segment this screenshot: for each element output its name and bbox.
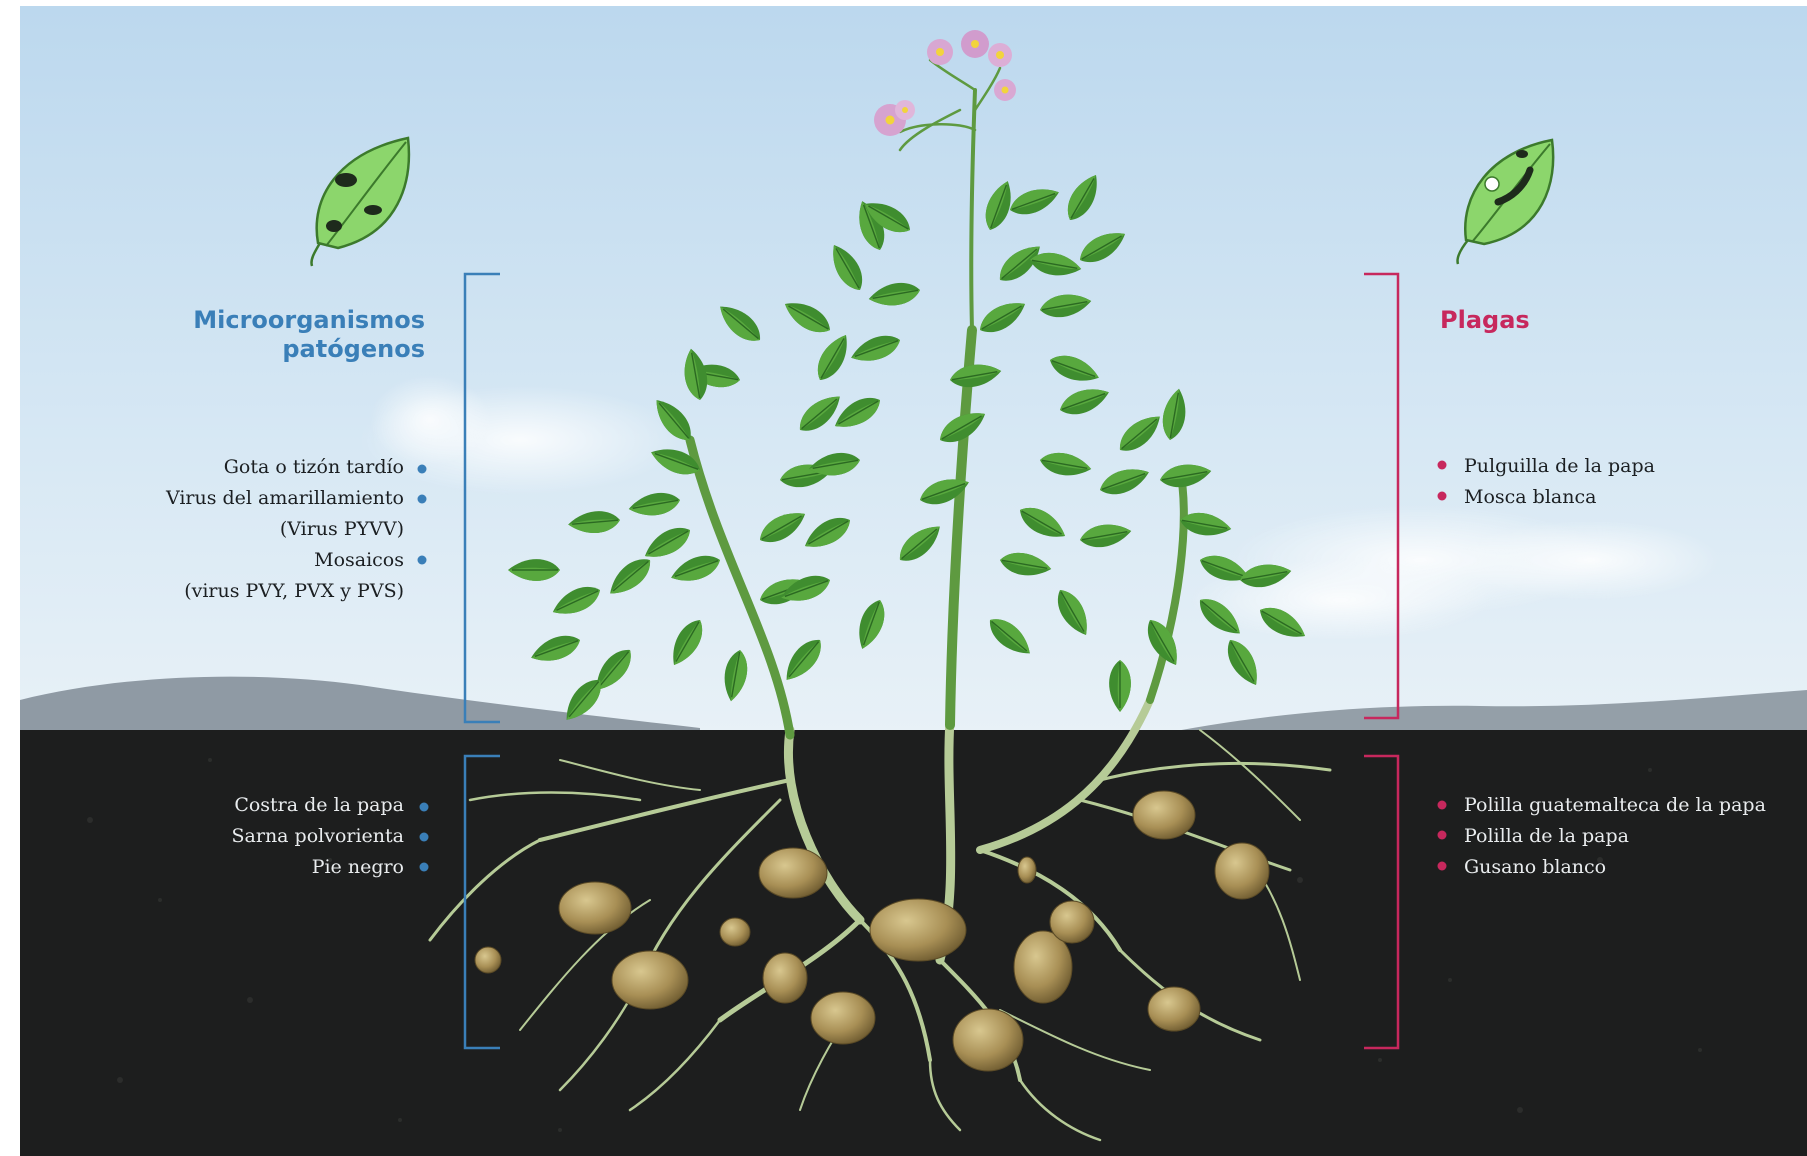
list-item: Costra de la papa [232, 790, 404, 821]
list-item: Sarna polvorienta [232, 821, 404, 852]
pest-below-list: Polilla guatemalteca de la papa Polilla … [1464, 790, 1766, 883]
list-item: Mosaicos [166, 545, 404, 576]
pathogen-above-list: Gota o tizón tardío Virus del amarillami… [166, 452, 404, 607]
list-item-detail: (virus PVY, PVX y PVS) [166, 576, 404, 607]
list-item: Polilla guatemalteca de la papa [1464, 790, 1766, 821]
pathogen-title: Microorganismos patógenos [193, 306, 425, 364]
list-item-detail: (Virus PYVV) [166, 514, 404, 545]
list-item: Mosca blanca [1464, 482, 1655, 513]
list-item: Pie negro [232, 852, 404, 883]
list-item: Polilla de la papa [1464, 821, 1766, 852]
pathogen-title-line1: Microorganismos [193, 306, 425, 335]
list-item: Gusano blanco [1464, 852, 1766, 883]
sky [20, 6, 1807, 736]
pathogen-title-line2: patógenos [193, 335, 425, 364]
list-item: Pulguilla de la papa [1464, 451, 1655, 482]
list-item: Virus del amarillamiento [166, 483, 404, 514]
list-item: Gota o tizón tardío [166, 452, 404, 483]
pest-title: Plagas [1440, 306, 1530, 335]
pathogen-below-list: Costra de la papa Sarna polvorienta Pie … [232, 790, 404, 883]
pest-above-list: Pulguilla de la papa Mosca blanca [1464, 451, 1655, 513]
